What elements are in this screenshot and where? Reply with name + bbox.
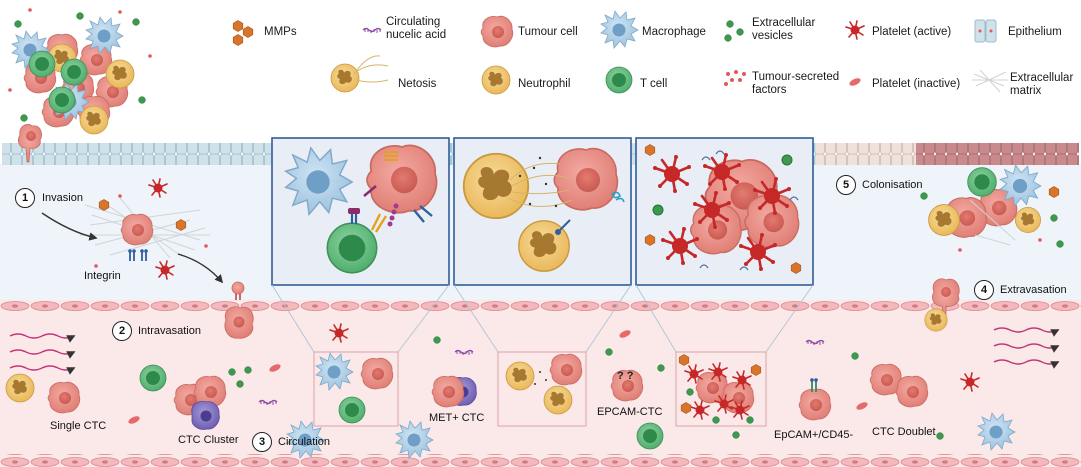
legend-mmps-icon (232, 20, 254, 46)
circ-box-3 (675, 351, 767, 427)
legend-macrophage-label: Macrophage (642, 26, 706, 38)
stage-5-badge: 5 (836, 175, 856, 195)
epithelium-right-beige (816, 143, 916, 165)
circ-ev-3 (244, 366, 252, 374)
legend-tcell-label: T cell (640, 78, 668, 90)
zoom-box-platelet-cloaking (635, 137, 814, 286)
stage-1-label: Invasion (42, 192, 83, 204)
circ-ev-9 (936, 432, 944, 440)
single-ctc-cell (47, 381, 81, 414)
invading-tumour-cell (18, 124, 42, 163)
circ-ev-8 (851, 352, 859, 360)
zoom-connectors (271, 284, 814, 353)
legend-ev-label-1: Extracellular (752, 17, 816, 29)
legend-tumour-cell-label: Tumour cell (518, 26, 578, 38)
legend-tumour-factors-label-2: factors (752, 84, 787, 96)
legend-nucleic-acid-icon (362, 27, 382, 34)
legend-neutrophil-label: Neutrophil (518, 78, 571, 90)
invasion-arrow-2 (177, 253, 224, 284)
legend-tumour-factors-label-1: Tumour-secreted (752, 71, 840, 83)
legend-netosis-label: Netosis (398, 78, 437, 90)
ctc-cluster-label: CTC Cluster (178, 434, 239, 446)
met-ctc-label: MET+ CTC (429, 412, 485, 424)
legend-neutrophil-icon (481, 65, 511, 95)
met-ctc-partner (431, 375, 465, 408)
circ-ev-1 (228, 368, 236, 376)
stage-3-label: Circulation (278, 436, 330, 448)
colonisation-metastasis (920, 164, 1064, 252)
circ-ev-7 (732, 431, 740, 439)
legend-epithelium-label: Epithelium (1008, 26, 1062, 38)
vessel-wall-top (0, 299, 1081, 312)
stage-1-badge: 1 (15, 188, 35, 208)
legend-ecm-icon (972, 69, 1008, 93)
circ-ev-6 (657, 364, 665, 372)
legend-epithelium-icon (974, 19, 997, 43)
epcam-pos-label: EpCAM+/CD45- (774, 429, 854, 441)
epcam-neg-ctc-label: EPCAM-CTC (597, 406, 663, 418)
epithelium-right-pink (916, 143, 1079, 165)
blood-flow-arrows-right (993, 327, 1060, 369)
legend-mmps-label: MMPs (264, 26, 297, 38)
zoom-box-netosis (453, 137, 632, 286)
zoom-box-immune-interaction (271, 137, 450, 286)
legend-icons (232, 10, 1008, 95)
legend-tcell-icon (605, 66, 633, 94)
ctc-doublet-label: CTC Doublet (872, 426, 936, 438)
invasion-tumour-cell (120, 213, 154, 246)
stage-3-badge: 3 (252, 432, 272, 452)
circ-neutrophil-1 (5, 373, 35, 403)
legend-platelet-active-icon (845, 20, 865, 40)
invasion-mmp-1 (98, 199, 110, 211)
legend-ecm-label-2: matrix (1010, 85, 1042, 97)
legend-ecm-label-1: Extracellular (1010, 72, 1074, 84)
legend-tumour-cell-icon (480, 15, 514, 48)
intravasating-tumour-cell (224, 281, 254, 339)
blood-flow-arrows-left (9, 333, 76, 375)
vessel-wall-bottom (0, 454, 1081, 467)
legend-tumour-factors-icon (724, 70, 746, 86)
stage-4-badge: 4 (974, 280, 994, 300)
legend-nucleic-acid-label-2: nucelic acid (386, 29, 447, 41)
integrin-label: Integrin (84, 270, 121, 282)
circ-ev-2 (236, 380, 244, 388)
circ-box-1 (313, 351, 399, 427)
circ-tcell-1 (139, 364, 167, 392)
stage-5-label: Colonisation (862, 179, 923, 191)
legend-nucleic-acid-label-1: Circulating (386, 16, 441, 28)
invasion-mmp-2 (175, 219, 187, 231)
legend-macrophage-icon (600, 10, 639, 49)
circ-tcell-2 (636, 422, 664, 450)
legend-platelet-inactive-icon (848, 76, 862, 88)
legend-platelet-inactive-label: Platelet (inactive) (872, 78, 961, 90)
circ-box-2 (497, 351, 587, 427)
epcam-pos-ctc-cell (798, 378, 832, 421)
circ-ev-4 (433, 336, 441, 344)
invasion-arrow-1 (41, 212, 98, 241)
circ-ev-5 (605, 348, 613, 356)
stage-2-badge: 2 (112, 321, 132, 341)
legend-netosis-icon (330, 55, 389, 93)
legend-ev-label-2: vesicles (752, 30, 793, 42)
stage-4-label: Extravasation (1000, 284, 1067, 296)
single-ctc-label: Single CTC (50, 420, 107, 432)
stage-2-label: Intravasation (138, 325, 201, 337)
legend-platelet-active-label: Platelet (active) (872, 26, 952, 38)
extravasating-tumour-cell (924, 278, 960, 332)
legend-ev-icon (724, 20, 744, 42)
primary-tumour-mass (8, 8, 152, 135)
epcam-question-marks: ? ? (617, 370, 634, 382)
